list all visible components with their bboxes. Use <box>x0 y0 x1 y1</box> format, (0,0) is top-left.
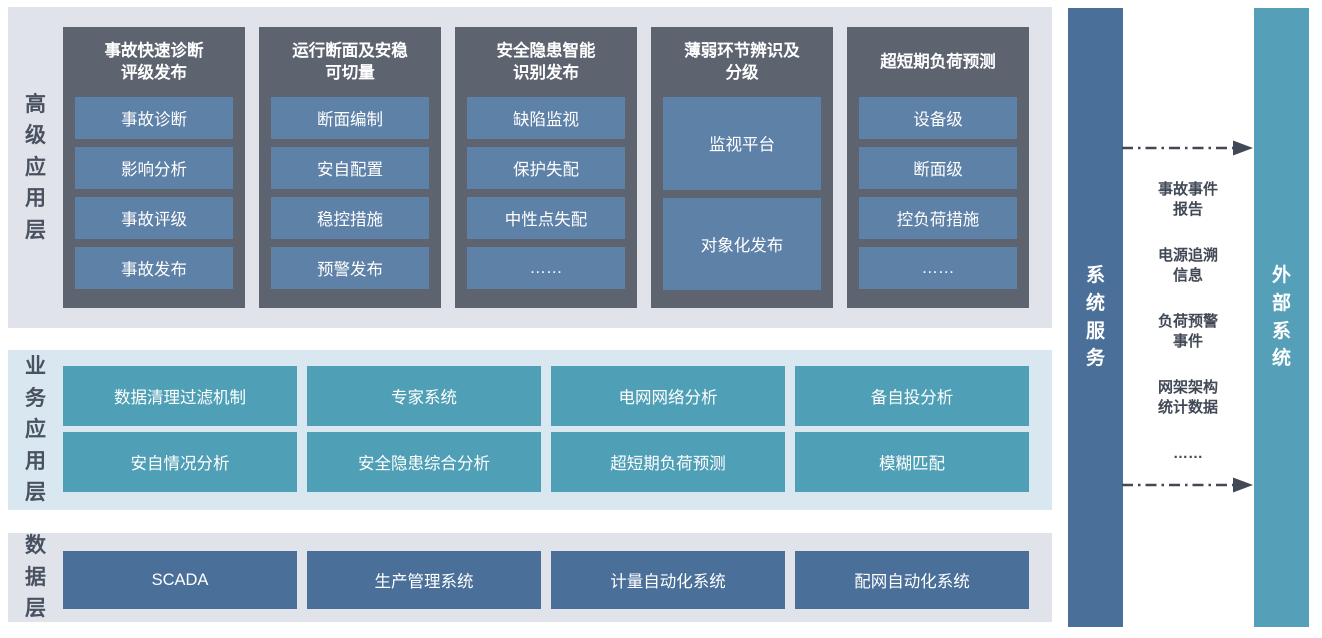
module-chip: 安自配置 <box>271 147 429 189</box>
exchange-item: 负荷预警 事件 <box>1157 313 1218 350</box>
layer-data: 数据层 SCADA 生产管理系统 计量自动化系统 配网自动化系统 <box>8 533 1052 622</box>
data-grid: SCADA 生产管理系统 计量自动化系统 配网自动化系统 <box>63 551 1029 609</box>
data-source-cell: 配网自动化系统 <box>795 551 1029 609</box>
module-group-hidden-danger: 安全隐患智能 识别发布 缺陷监视 保护失配 中性点失配 …… <box>455 27 637 308</box>
exchange-data-list: 事故事件 报告 电源追溯 信息 负荷预警 事件 网架架构 统计数据 …… <box>1123 180 1253 464</box>
module-items: 设备级 断面级 控负荷措施 …… <box>859 97 1017 290</box>
module-group-weak-link: 薄弱环节辨识及 分级 监视平台 对象化发布 <box>651 27 833 308</box>
layer-advanced-application: 高级应用层 事故快速诊断 评级发布 事故诊断 影响分析 事故评级 事故发布 运行… <box>8 7 1052 328</box>
system-services-label: 系统服务 <box>1085 265 1105 370</box>
exchange-item: 网架架构 统计数据 <box>1157 379 1218 416</box>
layer-label-wrap: 数据层 <box>8 533 63 622</box>
business-cell: 备自投分析 <box>795 366 1029 426</box>
module-chip: 设备级 <box>859 97 1017 139</box>
module-group-load-forecast: 超短期负荷预测 设备级 断面级 控负荷措施 …… <box>847 27 1029 308</box>
exchange-item: …… <box>1173 445 1203 462</box>
module-chip: 保护失配 <box>467 147 625 189</box>
business-cell: 安全隐患综合分析 <box>307 432 541 492</box>
exchange-item: 事故事件 报告 <box>1157 181 1218 218</box>
business-cell: 安自情况分析 <box>63 432 297 492</box>
module-group-title: 安全隐患智能 识别发布 <box>496 41 596 82</box>
module-chip: 预警发布 <box>271 247 429 289</box>
module-chip: …… <box>859 247 1017 289</box>
layer-advanced-label: 高级应用层 <box>24 92 46 242</box>
layer-data-label: 数据层 <box>24 534 46 621</box>
module-group-title: 事故快速诊断 评级发布 <box>104 41 204 82</box>
module-chip: 中性点失配 <box>467 197 625 239</box>
business-cell: 超短期负荷预测 <box>551 432 785 492</box>
layer-business-application: 业务应用层 数据清理过滤机制 专家系统 电网网络分析 备自投分析 安自情况分析 … <box>8 350 1052 510</box>
module-chip: 断面级 <box>859 147 1017 189</box>
module-chip: 事故诊断 <box>75 97 233 139</box>
dashdot-arrow-right-icon <box>1122 476 1254 494</box>
module-group-accident-diagnosis: 事故快速诊断 评级发布 事故诊断 影响分析 事故评级 事故发布 <box>63 27 245 308</box>
module-chip: 事故评级 <box>75 197 233 239</box>
business-cell: 专家系统 <box>307 366 541 426</box>
exchange-item: 电源追溯 信息 <box>1157 247 1218 284</box>
module-chip: 控负荷措施 <box>859 197 1017 239</box>
external-systems-bar: 外部系统 <box>1254 8 1309 627</box>
dashdot-arrow-right-icon <box>1122 139 1254 157</box>
data-source-cell: SCADA <box>63 551 297 609</box>
business-cell: 模糊匹配 <box>795 432 1029 492</box>
business-grid: 数据清理过滤机制 专家系统 电网网络分析 备自投分析 安自情况分析 安全隐患综合… <box>63 366 1029 492</box>
module-chip: 稳控措施 <box>271 197 429 239</box>
module-chip: 监视平台 <box>663 97 821 190</box>
module-chip: 对象化发布 <box>663 197 821 290</box>
module-chip: 断面编制 <box>271 97 429 139</box>
module-columns: 事故快速诊断 评级发布 事故诊断 影响分析 事故评级 事故发布 运行断面及安稳 … <box>63 27 1029 308</box>
data-source-cell: 计量自动化系统 <box>551 551 785 609</box>
module-group-title: 超短期负荷预测 <box>880 52 996 71</box>
module-group-operation-section: 运行断面及安稳 可切量 断面编制 安自配置 稳控措施 预警发布 <box>259 27 441 308</box>
layer-label-wrap: 高级应用层 <box>8 7 63 328</box>
module-items: 监视平台 对象化发布 <box>663 97 821 290</box>
module-chip: 影响分析 <box>75 147 233 189</box>
layer-label-wrap: 业务应用层 <box>8 350 63 510</box>
layer-business-label: 业务应用层 <box>24 355 46 505</box>
business-cell: 电网网络分析 <box>551 366 785 426</box>
module-group-title: 薄弱环节辨识及 分级 <box>684 41 800 82</box>
external-systems-label: 外部系统 <box>1271 265 1291 370</box>
module-items: 断面编制 安自配置 稳控措施 预警发布 <box>271 97 429 290</box>
data-source-cell: 生产管理系统 <box>307 551 541 609</box>
system-services-bar: 系统服务 <box>1068 8 1123 627</box>
module-chip: 事故发布 <box>75 247 233 289</box>
business-cell: 数据清理过滤机制 <box>63 366 297 426</box>
module-items: 事故诊断 影响分析 事故评级 事故发布 <box>75 97 233 290</box>
module-chip: 缺陷监视 <box>467 97 625 139</box>
module-chip: …… <box>467 247 625 289</box>
module-items: 缺陷监视 保护失配 中性点失配 …… <box>467 97 625 290</box>
module-group-title: 运行断面及安稳 可切量 <box>292 41 408 82</box>
